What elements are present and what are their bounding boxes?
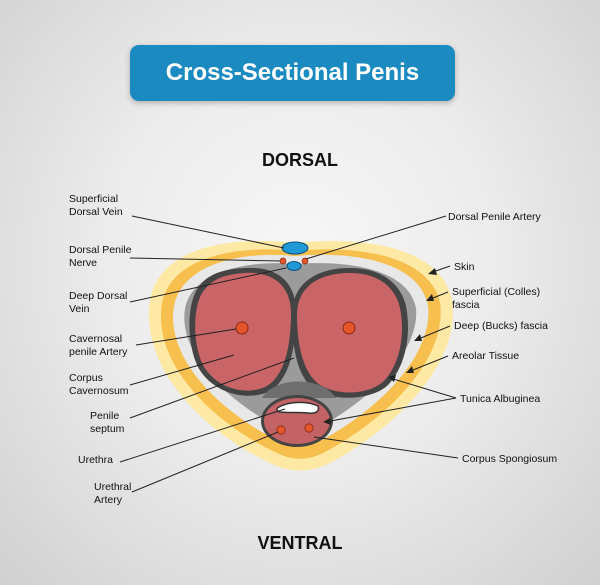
ventral-groove <box>262 381 336 398</box>
leader-tunica-a <box>389 377 457 399</box>
label-urethra: Urethra <box>78 454 114 466</box>
label-cavernosal-penile-artery: Cavernosal penile Artery <box>69 333 128 358</box>
leader-bucks-fascia <box>415 325 451 341</box>
cavernosal-artery-right <box>342 321 356 335</box>
dorsal-heading: DORSAL <box>262 150 338 170</box>
leader-dorsal-penile-nerve <box>129 257 281 262</box>
title-banner: Cross-Sectional Penis <box>130 45 455 101</box>
label-superficial-dorsal-vein: Superficial Dorsal Vein <box>69 193 123 218</box>
label-corpus-spongiosum: Corpus Spongiosum <box>462 453 558 465</box>
leader-areolar-tissue <box>407 355 449 373</box>
urethral-artery-left <box>276 425 286 435</box>
leader-superficial-dorsal-vein <box>131 215 285 249</box>
leader-corpus-cavernosum <box>129 354 235 386</box>
arrow-bucks <box>414 334 422 341</box>
label-dorsal-penile-artery: Dorsal Penile Artery <box>448 211 541 223</box>
label-areolar-tissue: Areolar Tissue <box>452 350 520 362</box>
page-title: Cross-Sectional Penis <box>165 59 420 86</box>
label-corpus-cavernosum: Corpus Cavernosum <box>69 372 129 397</box>
arrow-tunica-a <box>388 375 396 382</box>
label-tunica-albuginea: Tunica Albuginea <box>460 393 541 405</box>
deep-dorsal-vein <box>286 261 302 271</box>
leader-urethra <box>119 408 286 463</box>
leader-urethral-artery <box>131 431 279 493</box>
leader-tunica-b <box>324 397 457 423</box>
label-urethral-artery: Urethral Artery <box>94 481 132 506</box>
leader-deep-dorsal-vein <box>129 267 287 303</box>
leader-corpus-spongiosum <box>313 436 459 459</box>
arrow-areolar <box>406 366 414 373</box>
label-skin: Skin <box>454 261 475 273</box>
leader-dorsal-penile-artery <box>305 215 447 260</box>
dorsal-nerve-left <box>279 257 287 265</box>
dorsal-artery-right <box>301 257 309 265</box>
label-deep-dorsal-vein: Deep Dorsal Vein <box>69 290 128 315</box>
arrow-skin <box>428 268 437 275</box>
superficial-dorsal-vein <box>281 241 309 255</box>
label-superficial-colles-fascia: Superficial (Colles) fascia <box>452 286 541 311</box>
label-penile-septum: Penile septum <box>90 410 125 435</box>
ventral-heading: VENTRAL <box>257 533 343 553</box>
label-dorsal-penile-nerve: Dorsal Penile Nerve <box>69 244 132 269</box>
urethral-artery-right <box>304 423 314 433</box>
cavernosal-artery-left <box>235 321 249 335</box>
leader-penile-septum <box>129 357 295 419</box>
leader-cavernosal-artery <box>135 328 237 346</box>
arrow-tunica-b <box>323 418 331 425</box>
label-deep-bucks-fascia: Deep (Bucks) fascia <box>454 320 548 332</box>
arrow-colles <box>426 294 434 301</box>
